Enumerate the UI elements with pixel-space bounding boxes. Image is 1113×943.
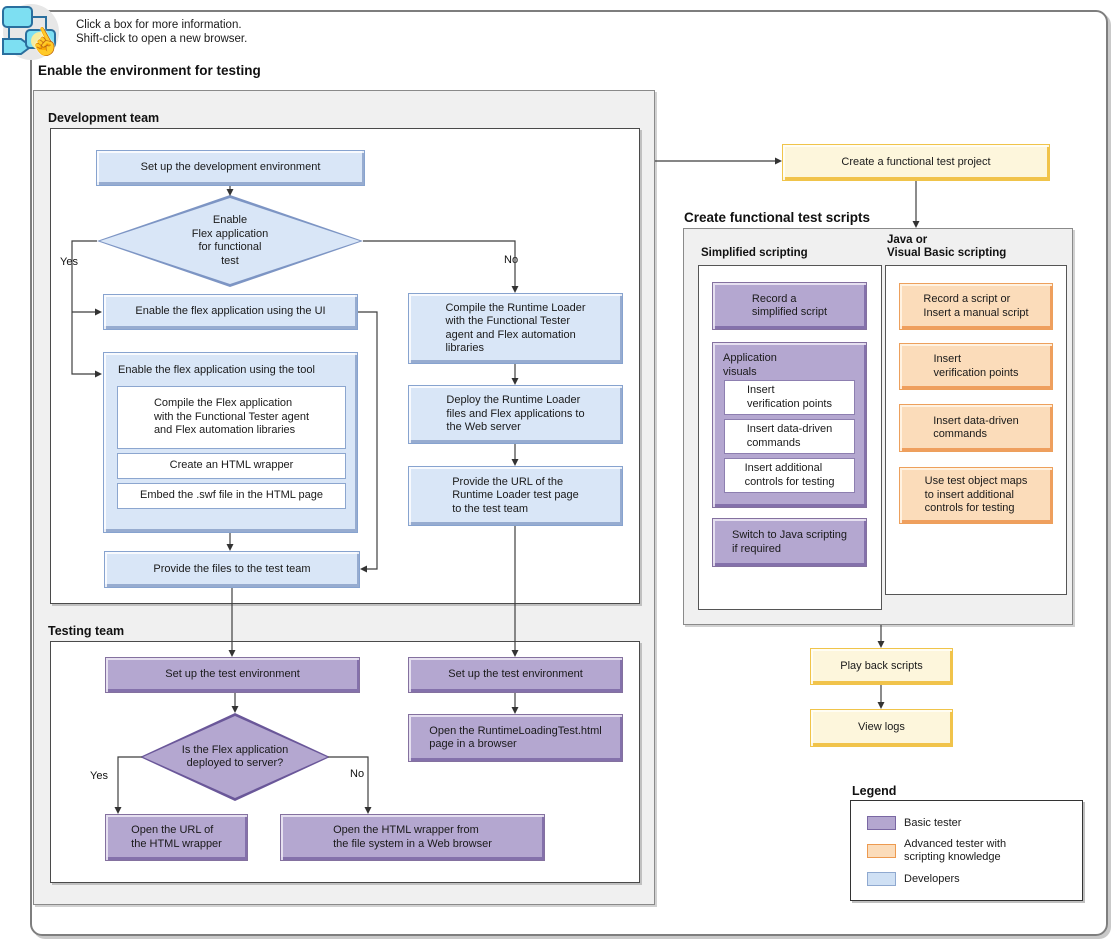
node-setup-dev-environment[interactable]: Set up the development environment (96, 150, 365, 186)
node-enable-flex-tool[interactable]: Enable the flex application using the to… (103, 352, 358, 533)
testing-team-label: Testing team (48, 624, 125, 638)
node-application-visuals[interactable]: Application visuals Insert verification … (712, 342, 867, 508)
node-sv-insert-additional[interactable]: Insert additional controls for testing (724, 458, 855, 493)
javavb-scripting-label: Java or Visual Basic scripting (887, 234, 1007, 259)
legend-label-developers: Developers (904, 873, 960, 885)
node-use-test-object-maps[interactable]: Use test object maps to insert additiona… (899, 467, 1053, 524)
branch-label-no-testing: No (350, 768, 365, 780)
node-enable-flex-ui[interactable]: Enable the flex application using the UI (103, 294, 358, 330)
legend-label-advanced-tester: Advanced tester with scripting knowledge (904, 838, 1007, 863)
node-open-html-wrapper-file[interactable]: Open the HTML wrapper from the file syst… (280, 814, 545, 861)
node-create-html-wrapper[interactable]: Create an HTML wrapper (117, 453, 346, 479)
legend-swatch-developers (867, 872, 896, 886)
node-switch-java-scripting[interactable]: Switch to Java scripting if required (712, 518, 867, 567)
node-open-url-wrapper[interactable]: Open the URL of the HTML wrapper (105, 814, 248, 861)
node-provide-files[interactable]: Provide the files to the test team (104, 551, 360, 588)
instruction-text: Click a box for more information. Shift-… (76, 19, 248, 45)
node-sv-insert-verification[interactable]: Insert verification points (724, 380, 855, 415)
legend-box: Basic tester Advanced tester with script… (850, 800, 1083, 901)
node-record-simplified-script[interactable]: Record a simplified script (712, 282, 867, 330)
flowchart-cursor-icon: ☝ (1, 1, 65, 65)
dev-team-label: Development team (48, 111, 160, 125)
branch-label-no: No (504, 254, 519, 266)
node-compile-flex-app[interactable]: Compile the Flex application with the Fu… (117, 386, 346, 449)
node-jv-insert-data-driven[interactable]: Insert data-driven commands (899, 404, 1053, 452)
node-jv-insert-verification[interactable]: Insert verification points (899, 343, 1053, 390)
simplified-scripting-label: Simplified scripting (701, 247, 808, 259)
diagram-frame (30, 10, 1108, 936)
application-visuals-label: Application visuals (723, 352, 777, 378)
legend-swatch-advanced-tester (867, 844, 896, 858)
node-embed-swf[interactable]: Embed the .swf file in the HTML page (117, 483, 346, 509)
node-provide-url[interactable]: Provide the URL of the Runtime Loader te… (408, 466, 623, 526)
node-setup-test-env-right[interactable]: Set up the test environment (408, 657, 623, 693)
node-deploy-runtime-loader[interactable]: Deploy the Runtime Loader files and Flex… (408, 385, 623, 444)
node-setup-test-env-left[interactable]: Set up the test environment (105, 657, 360, 693)
node-sv-insert-data-driven[interactable]: Insert data-driven commands (724, 419, 855, 454)
node-compile-runtime-loader[interactable]: Compile the Runtime Loader with the Func… (408, 293, 623, 364)
legend-swatch-basic-tester (867, 816, 896, 830)
section-title-create-scripts: Create functional test scripts (684, 210, 871, 225)
node-view-logs[interactable]: View logs (810, 709, 953, 747)
flowchart-cursor-graphic (2, 4, 59, 60)
node-enable-flex-tool-label: Enable the flex application using the to… (118, 364, 315, 376)
node-create-test-project[interactable]: Create a functional test project (782, 144, 1050, 181)
legend-title: Legend (852, 784, 897, 798)
legend-label-basic-tester: Basic tester (904, 817, 962, 829)
branch-label-yes: Yes (60, 256, 78, 268)
node-open-runtime-loading-test[interactable]: Open the RuntimeLoadingTest.html page in… (408, 714, 623, 762)
section-title-enable-environment: Enable the environment for testing (38, 63, 261, 78)
branch-label-yes-testing: Yes (90, 770, 108, 782)
node-play-back-scripts[interactable]: Play back scripts (810, 648, 953, 685)
node-record-script[interactable]: Record a script or Insert a manual scrip… (899, 283, 1053, 330)
